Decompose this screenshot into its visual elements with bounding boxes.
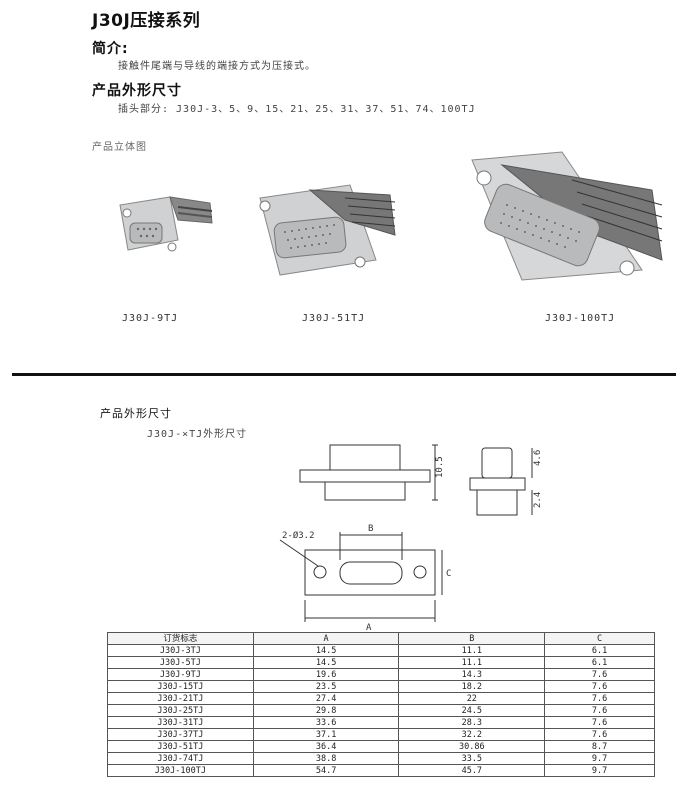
cell-a: 27.4 xyxy=(252,692,400,705)
drawing-subheading: J30J-×TJ外形尺寸 xyxy=(147,429,248,440)
cell-b: 28.3 xyxy=(398,716,546,729)
cell-b: 45.7 xyxy=(398,764,546,777)
section-divider xyxy=(12,373,676,376)
cell-c: 6.1 xyxy=(544,644,655,657)
drawing-heading: 产品外形尺寸 xyxy=(100,407,172,420)
header-b: B xyxy=(398,632,546,645)
cell-a: 23.5 xyxy=(252,680,400,693)
dim-height-bottom: 2.4 xyxy=(533,492,543,508)
cell-a: 33.6 xyxy=(252,716,400,729)
cell-model: J30J-5TJ xyxy=(107,656,254,669)
connector-9tj-image xyxy=(119,196,213,252)
cell-b: 11.1 xyxy=(398,656,546,669)
connector-51tj-label: J30J-51TJ xyxy=(302,313,366,324)
dim-height-top: 4.6 xyxy=(533,450,543,466)
cell-model: J30J-31TJ xyxy=(107,716,254,729)
connector-100tj-label: J30J-100TJ xyxy=(545,313,616,324)
cell-model: J30J-21TJ xyxy=(107,692,254,705)
dim-hole-label: 2-Ø3.2 xyxy=(282,530,315,541)
dimension-drawing: 10.5 4.6 2.4 B A C 2-Ø3.2 xyxy=(279,444,543,633)
connector-51tj-image xyxy=(259,184,396,276)
cell-b: 11.1 xyxy=(398,644,546,657)
table-header-row: 订货标志 A B C xyxy=(107,632,655,645)
cell-b: 18.2 xyxy=(398,680,546,693)
dim-height-total: 10.5 xyxy=(435,456,445,478)
cell-b: 14.3 xyxy=(398,668,546,681)
cell-a: 29.8 xyxy=(252,704,400,717)
cell-b: 33.5 xyxy=(398,752,546,765)
cell-b: 30.86 xyxy=(398,740,546,753)
cell-a: 38.8 xyxy=(252,752,400,765)
cell-model: J30J-100TJ xyxy=(107,764,254,777)
intro-heading: 简介: xyxy=(92,41,129,57)
header-a: A xyxy=(252,632,400,645)
connector-100tj-image xyxy=(471,151,663,281)
connector-9tj-label: J30J-9TJ xyxy=(122,313,179,324)
plug-models-text: 插头部分: J30J-3、5、9、15、21、25、31、37、51、74、10… xyxy=(118,104,476,115)
cell-c: 7.6 xyxy=(544,692,655,705)
cell-model: J30J-3TJ xyxy=(107,644,254,657)
page-title: J30J压接系列 xyxy=(92,11,201,31)
cell-model: J30J-15TJ xyxy=(107,680,254,693)
cell-c: 6.1 xyxy=(544,656,655,669)
cell-c: 7.6 xyxy=(544,668,655,681)
header-order-code: 订货标志 xyxy=(107,632,254,645)
cell-model: J30J-51TJ xyxy=(107,740,254,753)
cell-c: 9.7 xyxy=(544,752,655,765)
cell-c: 8.7 xyxy=(544,740,655,753)
dimensions-heading: 产品外形尺寸 xyxy=(92,83,182,99)
cell-c: 7.6 xyxy=(544,704,655,717)
cell-c: 7.6 xyxy=(544,728,655,741)
cell-a: 37.1 xyxy=(252,728,400,741)
intro-text: 接触件尾端与导线的端接方式为压接式。 xyxy=(118,61,316,72)
cell-c: 7.6 xyxy=(544,716,655,729)
views3d-heading: 产品立体图 xyxy=(92,142,147,153)
header-c: C xyxy=(544,632,655,645)
cell-model: J30J-9TJ xyxy=(107,668,254,681)
dim-b-label: B xyxy=(368,524,373,534)
cell-model: J30J-37TJ xyxy=(107,728,254,741)
cell-a: 14.5 xyxy=(252,656,400,669)
cell-a: 14.5 xyxy=(252,644,400,657)
cell-b: 32.2 xyxy=(398,728,546,741)
dim-a-label: A xyxy=(366,623,372,633)
cell-c: 7.6 xyxy=(544,680,655,693)
cell-b: 24.5 xyxy=(398,704,546,717)
cell-a: 54.7 xyxy=(252,764,400,777)
cell-b: 22 xyxy=(398,692,546,705)
cell-model: J30J-74TJ xyxy=(107,752,254,765)
cell-c: 9.7 xyxy=(544,764,655,777)
cell-model: J30J-25TJ xyxy=(107,704,254,717)
dim-c-label: C xyxy=(446,569,451,579)
cell-a: 19.6 xyxy=(252,668,400,681)
cell-a: 36.4 xyxy=(252,740,400,753)
